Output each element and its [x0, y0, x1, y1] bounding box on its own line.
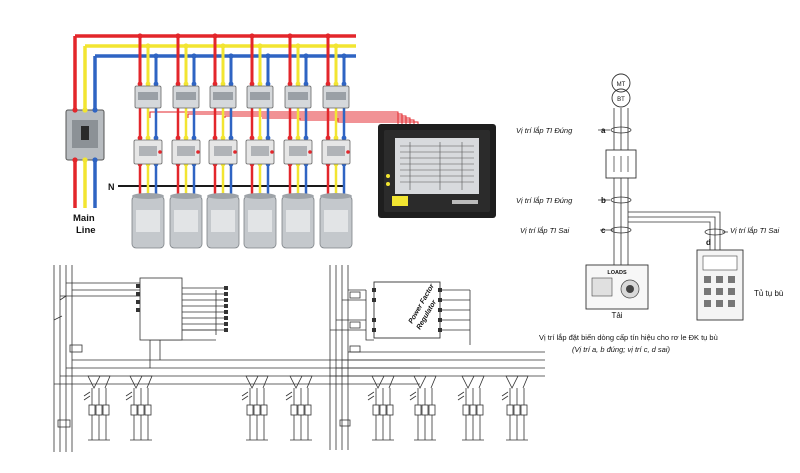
ti-wrong-label-right: Vị trí lắp TI Sai — [730, 226, 780, 235]
schematic-capacitor-step — [409, 375, 437, 441]
schematic-capacitor-step — [501, 375, 529, 441]
transformer — [611, 73, 631, 108]
ct-caption-note: (Vị trí a, b đúng; vị trí c, d sai) — [572, 345, 670, 354]
main-line-label-2: Line — [76, 225, 96, 236]
loads-box — [585, 264, 649, 310]
ct-marker-a: a — [601, 126, 606, 135]
schematic-left-terminals — [182, 287, 226, 331]
schematic-capacitor-step — [125, 375, 153, 441]
ct-marker-b: b — [601, 196, 606, 205]
capacitor-stage — [131, 33, 165, 249]
schematic-right-protection — [339, 291, 361, 427]
neutral-label: N — [108, 182, 115, 192]
power-factor-controller — [378, 124, 496, 218]
ti-correct-label-top: Vị trí lắp TI Đúng — [516, 126, 573, 135]
main-breaker — [65, 107, 105, 163]
schematic-capacitor-step — [457, 375, 485, 441]
schematic-left — [53, 265, 420, 452]
ct-main-breaker — [605, 149, 637, 179]
capacitor-stage — [243, 33, 277, 249]
ct-marker-c: c — [601, 226, 606, 235]
transformer-bt-label: BT — [617, 97, 625, 103]
schematic-capacitor-step — [285, 375, 313, 441]
schematic-right-capacitor-steps — [367, 375, 529, 441]
ct-symbols — [610, 126, 726, 236]
main-line-label-1: Main — [73, 213, 95, 224]
ct-breaker-poles — [613, 156, 629, 172]
tai-label: Tải — [611, 311, 622, 320]
control-wires — [149, 111, 419, 124]
capacitor-stage — [319, 33, 353, 249]
schematic-capacitor-step — [367, 375, 395, 441]
schematic-left-protection — [53, 295, 83, 428]
capacitor-stage — [206, 33, 240, 249]
schematic-capacitor-step — [241, 375, 269, 441]
capacitor-stages — [131, 33, 353, 249]
capacitor-stage — [281, 33, 315, 249]
schematic-right: Power Factor Regulator — [329, 265, 545, 450]
ct-caption: Vị trí lắp đặt biến dòng cấp tín hiệu ch… — [539, 333, 718, 342]
capacitor-cabinet — [696, 249, 744, 321]
capacitor-stage — [169, 33, 203, 249]
schematic-capacitor-step — [83, 375, 111, 441]
ct-marker-d: d — [706, 238, 711, 247]
ti-correct-label-middle: Vị trí lắp TI Đúng — [516, 196, 573, 205]
tu-tu-bu-label: Tủ tụ bù — [754, 289, 783, 298]
ct-placement-diagram: MT BT LOADS Tải — [516, 73, 783, 354]
schematic-left-regulator — [139, 277, 183, 341]
transformer-mt-label: MT — [617, 82, 626, 88]
power-factor-regulator-box — [373, 281, 441, 339]
ti-wrong-label-left: Vị trí lắp TI Sai — [520, 226, 570, 235]
loads-label: LOADS — [607, 270, 627, 276]
wiring-diagram: Main Line N — [65, 33, 496, 249]
schematic-left-capacitor-steps — [83, 375, 313, 441]
